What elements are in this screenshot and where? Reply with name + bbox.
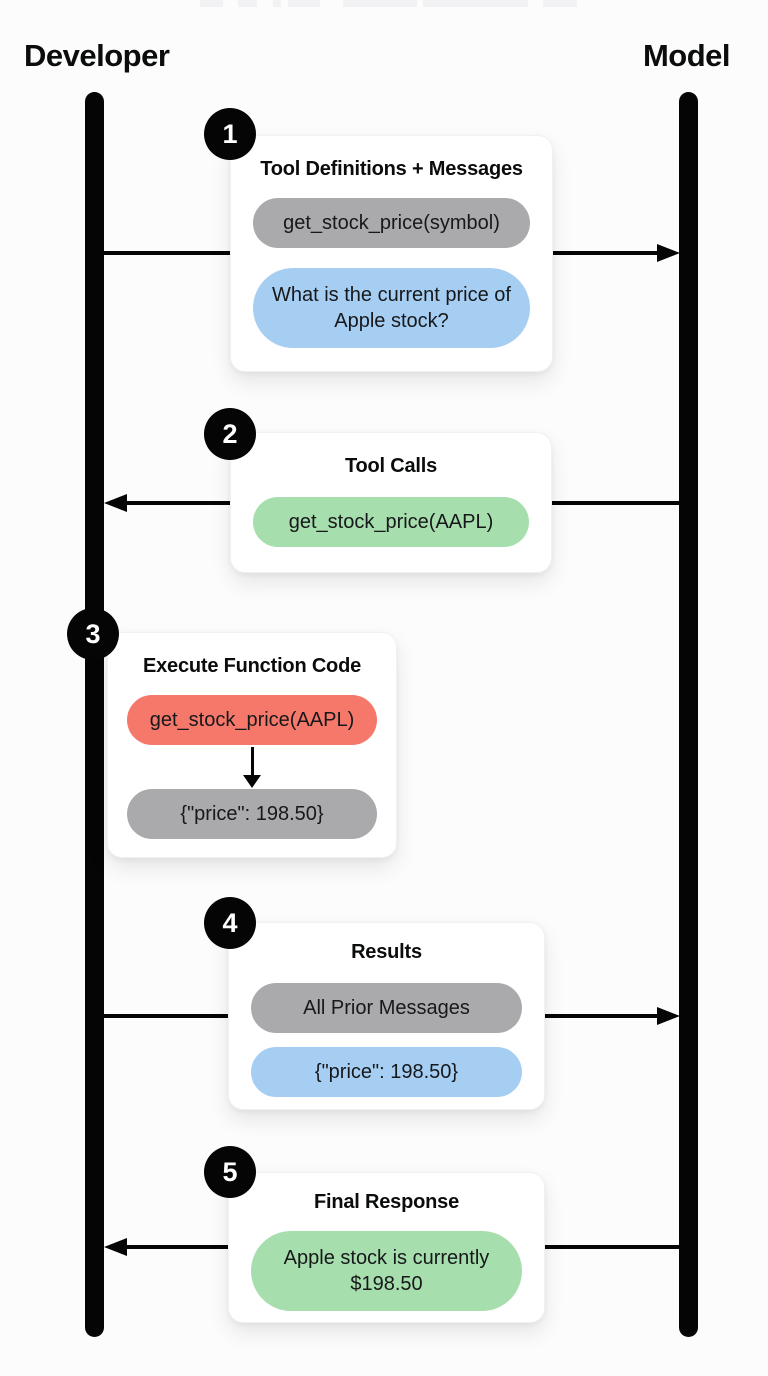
card-final-response: Final Response Apple stock is currently … [228, 1172, 545, 1323]
arrowhead-right-icon [657, 1007, 680, 1025]
arrowhead-left-icon [104, 494, 127, 512]
step-badge-1: 1 [204, 108, 256, 160]
top-edge-artifact [238, 0, 257, 7]
card-title: Tool Definitions + Messages [260, 158, 523, 180]
function-call-pill: get_stock_price(AAPL) [127, 695, 377, 745]
arrow-shaft [250, 747, 254, 777]
card-results: Results All Prior Messages {"price": 198… [228, 922, 545, 1110]
user-message-pill: What is the current price of Apple stock… [253, 268, 530, 348]
card-title: Tool Calls [344, 455, 438, 477]
model-lifeline [679, 92, 698, 1337]
final-response-pill: Apple stock is currently $198.50 [251, 1231, 522, 1311]
model-actor-label: Model [642, 38, 731, 73]
top-edge-artifact [343, 0, 417, 7]
tool-call-pill: get_stock_price(AAPL) [253, 497, 529, 547]
down-arrow-icon [127, 745, 377, 789]
card-title: Results [351, 941, 422, 963]
step-badge-2: 2 [204, 408, 256, 460]
top-edge-artifact [200, 0, 223, 7]
step-badge-4: 4 [204, 897, 256, 949]
top-edge-artifact [543, 0, 577, 7]
result-pill: {"price": 198.50} [251, 1047, 522, 1097]
developer-actor-label: Developer [24, 38, 170, 73]
arrowhead-down-icon [243, 775, 261, 788]
top-edge-artifact [423, 0, 528, 7]
function-result-pill: {"price": 198.50} [127, 789, 377, 839]
step-badge-3: 3 [67, 608, 119, 660]
card-title: Execute Function Code [142, 655, 362, 677]
top-edge-artifact [273, 0, 281, 7]
arrowhead-left-icon [104, 1238, 127, 1256]
step-badge-5: 5 [204, 1146, 256, 1198]
card-tool-definitions: Tool Definitions + Messages get_stock_pr… [230, 135, 553, 372]
top-edge-artifact [288, 0, 320, 7]
card-title: Final Response [313, 1191, 459, 1213]
arrowhead-right-icon [657, 244, 680, 262]
developer-lifeline [85, 92, 104, 1337]
card-execute-function: Execute Function Code get_stock_price(AA… [107, 632, 397, 858]
card-tool-calls: Tool Calls get_stock_price(AAPL) [230, 432, 552, 573]
prior-messages-pill: All Prior Messages [251, 983, 522, 1033]
tool-definition-pill: get_stock_price(symbol) [253, 198, 530, 248]
